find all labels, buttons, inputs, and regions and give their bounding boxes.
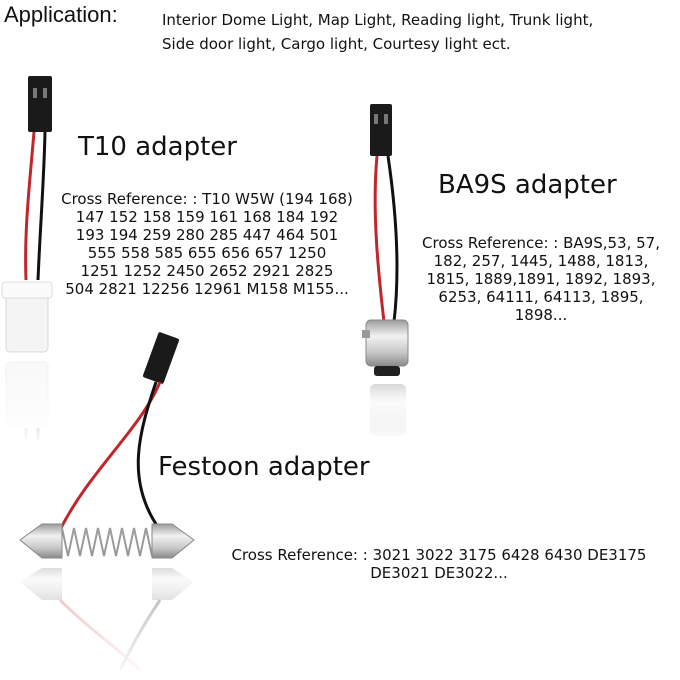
application-line-1: Interior Dome Light, Map Light, Reading … [162, 11, 594, 29]
t10-xref-line-4: 555 558 585 655 656 657 1250 [87, 244, 327, 262]
t10-xref-line-5: 1251 1252 2450 2652 2921 2825 [80, 262, 334, 280]
t10-xref-line-3: 193 194 259 280 285 447 464 501 [75, 226, 339, 244]
t10-adapter-image [0, 76, 60, 445]
ba9s-xref-line-3: 1815, 1889,1891, 1892, 1893, [426, 270, 656, 288]
festoon-xref-line-1: Cross Reference: : 3021 3022 3175 6428 6… [231, 546, 647, 564]
t10-cross-reference: Cross Reference: : T10 W5W (194 168) 147… [38, 190, 376, 298]
t10-title: T10 adapter [78, 132, 237, 162]
festoon-cross-reference: Cross Reference: : 3021 3022 3175 6428 6… [200, 546, 678, 582]
t10-xref-line-2: 147 152 158 159 161 168 184 192 [75, 208, 339, 226]
ba9s-xref-line-5: 1898... [514, 306, 568, 324]
ba9s-xref-line-4: 6253, 64111, 64113, 1895, [438, 288, 644, 306]
festoon-adapter-image [0, 332, 210, 680]
festoon-title: Festoon adapter [158, 452, 370, 482]
application-line-2: Side door light, Cargo light, Courtesy l… [162, 35, 511, 53]
ba9s-xref-line-2: 182, 257, 1445, 1488, 1813, [433, 252, 649, 270]
ba9s-adapter-image [355, 104, 425, 444]
festoon-xref-line-2: DE3021 DE3022... [370, 564, 508, 582]
ba9s-title: BA9S adapter [438, 170, 617, 200]
ba9s-xref-line-1: Cross Reference: : BA9S,53, 57, [422, 234, 660, 252]
t10-xref-line-6: 504 2821 12256 12961 M158 M155... [65, 280, 349, 298]
t10-xref-line-1: Cross Reference: : T10 W5W (194 168) [61, 190, 353, 208]
application-text: Interior Dome Light, Map Light, Reading … [162, 8, 593, 56]
application-label: Application: [4, 2, 118, 27]
ba9s-cross-reference: Cross Reference: : BA9S,53, 57, 182, 257… [404, 234, 678, 324]
